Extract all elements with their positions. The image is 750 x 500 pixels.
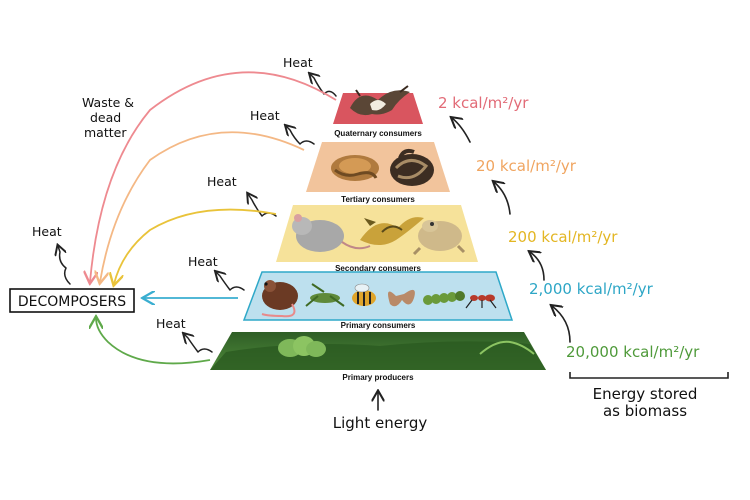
eagle-illustration — [350, 85, 410, 116]
rat-illustration — [292, 214, 371, 252]
tier-producers: Primary producers — [210, 332, 546, 382]
energy-producers: 20,000 kcal/m²/yr — [566, 343, 700, 361]
waste-label-line2: dead — [90, 110, 121, 125]
waste-arrow-quaternary — [90, 71, 337, 282]
waste-label-line1: Waste & — [82, 95, 134, 110]
bird-illustration — [360, 217, 424, 245]
heat-squiggle-tertiary — [286, 126, 315, 145]
snake-illustration — [331, 148, 434, 186]
heat-label-secondary: Heat — [207, 174, 237, 189]
heat-label-quaternary: Heat — [283, 55, 313, 70]
bee-illustration — [352, 283, 376, 306]
tier-secondary: Secondary consumers — [276, 205, 478, 273]
heat-label-primary-consumers: Heat — [188, 254, 218, 269]
heat-squiggle-primary-consumers — [216, 272, 245, 291]
energy-secondary: 200 kcal/m²/yr — [508, 228, 618, 246]
biomass-label-line1: Energy stored — [593, 385, 698, 403]
biomass-bracket — [569, 372, 729, 379]
grass-illustration — [479, 340, 535, 355]
arrow-up-to-tertiary — [494, 182, 511, 215]
heat-label-tertiary: Heat — [250, 108, 280, 123]
arrow-up-to-primary-consumers — [552, 306, 571, 343]
label-tertiary: Tertiary consumers — [341, 195, 415, 204]
label-secondary: Secondary consumers — [335, 264, 421, 273]
mouse-illustration — [261, 280, 298, 318]
energy-tertiary: 20 kcal/m²/yr — [476, 157, 577, 175]
arrow-up-to-quaternary — [452, 118, 471, 143]
label-quaternary: Quaternary consumers — [334, 129, 422, 138]
energy-primary-consumers: 2,000 kcal/m²/yr — [529, 280, 654, 298]
tier-quaternary: Quaternary consumers — [333, 85, 423, 138]
tier-tertiary: Tertiary consumers — [306, 142, 450, 204]
toad-illustration — [412, 220, 466, 256]
decomposers-box: DECOMPOSERS — [9, 288, 135, 313]
ant-illustration — [465, 294, 497, 309]
label-primary-consumers: Primary consumers — [341, 321, 416, 330]
waste-label-line3: matter — [84, 125, 127, 140]
energy-quaternary: 2 kcal/m²/yr — [438, 94, 529, 112]
waste-arrow-tertiary — [100, 131, 305, 282]
biomass-label-line2: as biomass — [603, 402, 687, 420]
moth-illustration — [388, 289, 415, 307]
waste-arrow-secondary — [114, 208, 277, 284]
arrow-up-to-secondary — [530, 252, 545, 281]
shrub-illustration — [278, 336, 326, 357]
tier-primary-consumers: Primary consumers — [242, 271, 514, 330]
heat-squiggle-producers — [184, 334, 213, 353]
heat-label-producers: Heat — [156, 316, 186, 331]
waste-arrow-producers — [96, 318, 211, 365]
label-primary-producers: Primary producers — [342, 373, 414, 382]
grasshopper-illustration — [305, 283, 345, 307]
heat-squiggle-decomposers — [58, 246, 71, 285]
heat-label-decomposers: Heat — [32, 224, 62, 239]
light-energy-label: Light energy — [333, 414, 428, 432]
decomposers-label: DECOMPOSERS — [18, 294, 126, 310]
caterpillar-illustration — [423, 291, 465, 305]
